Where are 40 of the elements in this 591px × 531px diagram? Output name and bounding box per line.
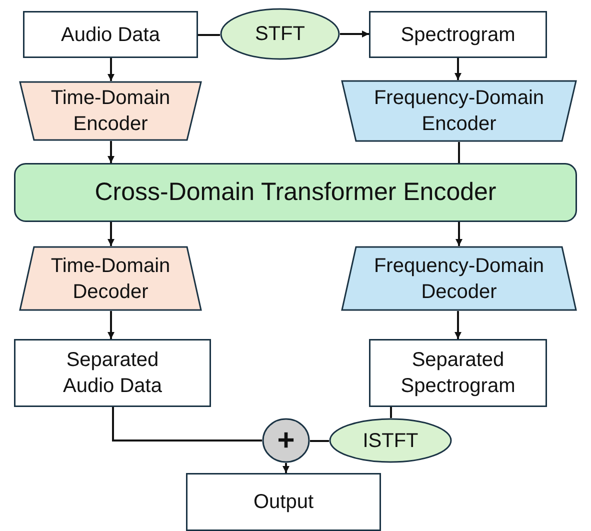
node-label: Separated Audio Data <box>62 348 163 399</box>
arrow <box>456 222 462 246</box>
operation-ellipse <box>220 8 340 60</box>
connector-line <box>390 407 392 418</box>
encoder-trapezoid <box>19 81 202 141</box>
plus-sign: + <box>277 426 295 456</box>
node-label: Separated Spectrogram <box>400 348 516 399</box>
decoder-trapezoid <box>341 246 577 311</box>
arrow <box>340 30 369 38</box>
node-label: ISTFT <box>362 428 418 454</box>
node-label: Time-Domain Encoder <box>50 86 172 137</box>
arrow <box>454 311 462 339</box>
process-box <box>369 11 547 58</box>
sum-circle <box>262 418 310 463</box>
arrow <box>108 141 114 163</box>
process-box <box>186 473 381 531</box>
node-label: Spectrogram <box>400 22 516 48</box>
node-label: Output <box>253 490 314 515</box>
connector-line <box>458 142 460 163</box>
node-label: Frequency-Domain Encoder <box>372 86 546 137</box>
process-box <box>23 11 198 58</box>
arrow <box>108 58 114 81</box>
arrow <box>108 222 114 246</box>
node-label: Audio Data <box>61 22 160 48</box>
connector-line <box>112 407 262 442</box>
operation-ellipse <box>329 418 452 463</box>
arrow <box>282 463 290 473</box>
encoder-band <box>14 163 577 222</box>
node-label: Time-Domain Decoder <box>50 254 172 304</box>
node-label: Cross-Domain Transformer Encoder <box>94 177 496 208</box>
process-box <box>14 339 211 407</box>
connector-line <box>310 440 329 442</box>
connector-line <box>198 34 220 36</box>
encoder-trapezoid <box>341 80 577 142</box>
node-label: STFT <box>255 22 305 47</box>
process-box <box>369 339 547 407</box>
decoder-trapezoid <box>19 246 202 311</box>
arrow <box>454 58 462 80</box>
node-label: Frequency-Domain Decoder <box>372 254 546 304</box>
arrow <box>108 311 114 339</box>
